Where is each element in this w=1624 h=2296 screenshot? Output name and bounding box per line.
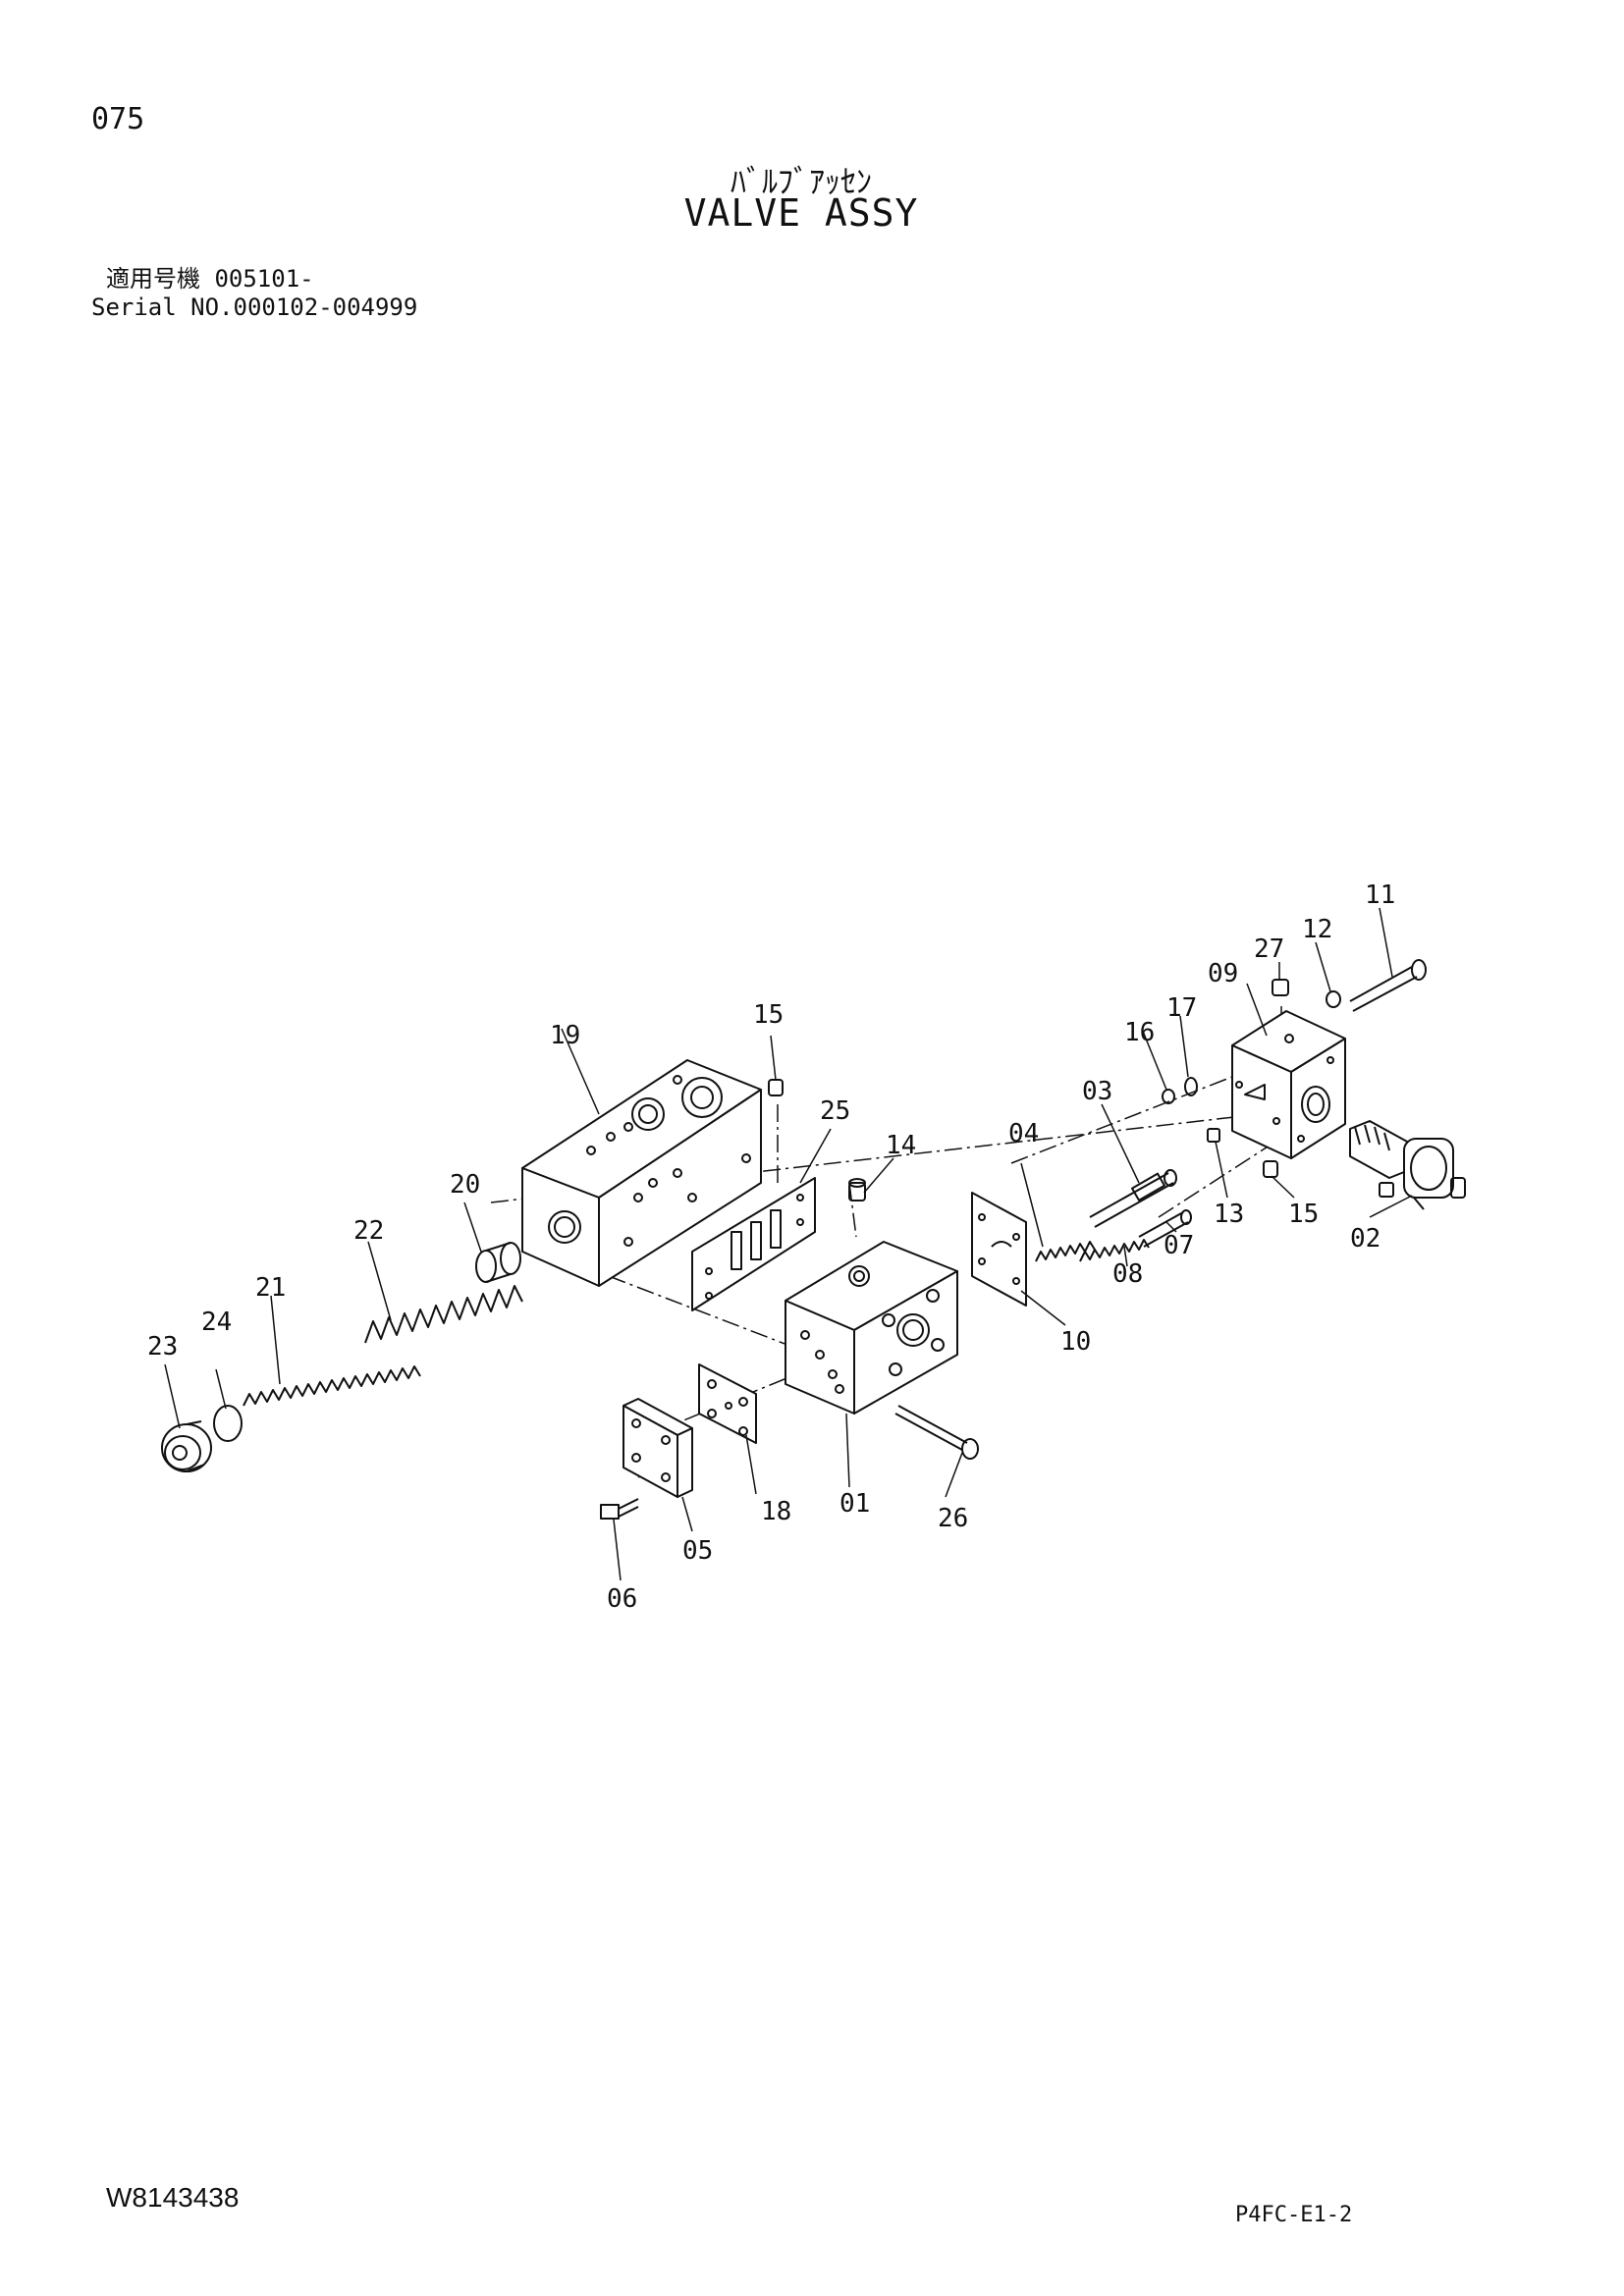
part-05-cover (623, 1398, 693, 1498)
callout-labels: 01 02 03 04 05 06 07 08 09 10 11 12 13 1… (147, 881, 1395, 1614)
part-26-bolt (894, 1405, 979, 1460)
callout-24: 24 (201, 1308, 232, 1337)
callout-22: 22 (353, 1216, 384, 1246)
part-09-block (1231, 1010, 1346, 1159)
document-code: W8143438 (106, 2182, 240, 2213)
part-16-plug (1162, 1089, 1175, 1104)
part-15-plug (768, 1079, 784, 1096)
callout-21: 21 (255, 1273, 286, 1303)
callout-26: 26 (938, 1504, 968, 1533)
callout-16: 16 (1124, 1018, 1155, 1047)
callout-11: 11 (1365, 881, 1395, 910)
callout-01: 01 (839, 1489, 870, 1519)
part-22-spring (364, 1285, 523, 1344)
callout-14: 14 (886, 1131, 916, 1160)
page-title: VALVE ASSY (683, 191, 919, 235)
part-21-spring (243, 1365, 421, 1407)
part-03-spool (1089, 1169, 1177, 1228)
leader-lines (164, 907, 1413, 1581)
callout-04: 04 (1008, 1119, 1039, 1148)
part-12-washer (1326, 990, 1341, 1008)
callout-13: 13 (1214, 1200, 1244, 1229)
part-23-plug (161, 1420, 212, 1472)
callout-15-left: 15 (753, 1000, 784, 1030)
callout-25: 25 (820, 1096, 850, 1126)
callout-23: 23 (147, 1332, 178, 1362)
part-27-plug (1272, 979, 1289, 996)
callout-07: 07 (1164, 1231, 1194, 1260)
part-24-o-ring (213, 1405, 243, 1442)
callout-27: 27 (1254, 934, 1284, 964)
callout-20: 20 (450, 1170, 480, 1200)
page-code: P4FC-E1-2 (1235, 2203, 1353, 2227)
part-13-plug (1207, 1128, 1220, 1143)
part-15-plug-right (1263, 1160, 1278, 1178)
callout-10: 10 (1060, 1327, 1091, 1357)
callout-08: 08 (1112, 1259, 1143, 1289)
part-07-plunger (1138, 1209, 1192, 1248)
callout-05: 05 (682, 1536, 713, 1566)
callout-15-right: 15 (1288, 1200, 1319, 1229)
callout-18: 18 (761, 1497, 791, 1526)
part-06-bolt (600, 1498, 639, 1520)
callout-02: 02 (1350, 1224, 1380, 1254)
callout-17: 17 (1166, 993, 1197, 1023)
page-number: 075 (91, 102, 145, 136)
part-11-bolt (1349, 959, 1427, 1012)
part-01-block (785, 1241, 958, 1415)
part-08-spring (1079, 1239, 1150, 1262)
serial-range: Serial NO.000102-004999 (91, 294, 418, 321)
callout-12: 12 (1302, 915, 1332, 944)
part-25-gasket (691, 1177, 816, 1311)
callout-06: 06 (607, 1584, 637, 1614)
part-17-o-ring (1184, 1077, 1198, 1096)
callout-19: 19 (550, 1021, 580, 1050)
callout-03: 03 (1082, 1077, 1112, 1106)
part-02-solenoid-valve (1349, 1120, 1466, 1210)
part-19-body (521, 1059, 762, 1287)
part-18-gasket (698, 1363, 757, 1444)
part-10-gasket (971, 1192, 1027, 1307)
callout-09: 09 (1208, 959, 1238, 988)
title-japanese: ﾊﾞﾙﾌﾞｱｯｾﾝ (730, 163, 872, 200)
applicable-serial-japanese: 適用号機 005101- (106, 265, 314, 293)
part-20-sleeve (475, 1242, 521, 1283)
